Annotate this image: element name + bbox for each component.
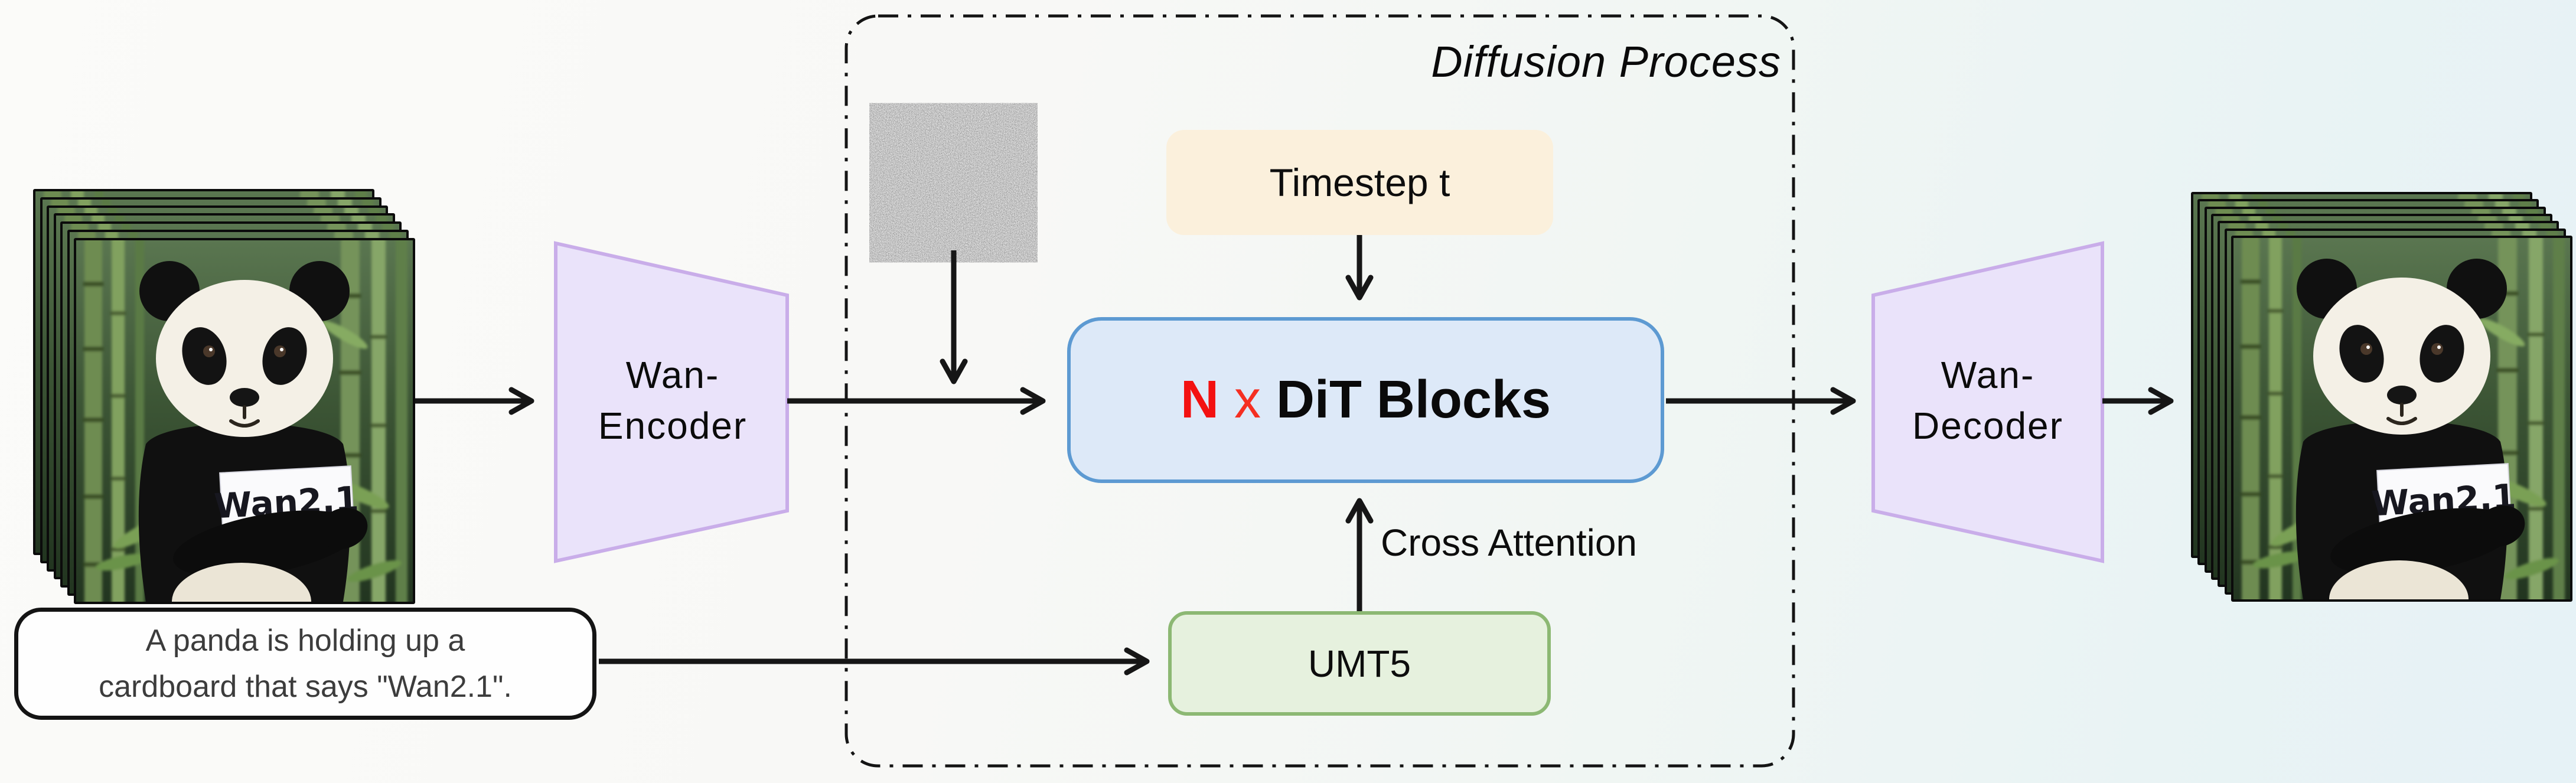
wan-encoder-shape xyxy=(554,241,789,563)
umt5-box: UMT5 xyxy=(1168,611,1551,716)
timestep-label: Timestep t xyxy=(1269,161,1450,204)
noise-latent-image xyxy=(883,116,1023,249)
wan-decoder-shape xyxy=(1871,241,2104,563)
dit-repeat-count: N xyxy=(1180,370,1219,429)
dit-blocks-label: DiT Blocks xyxy=(1276,370,1551,429)
prompt-text-line2: cardboard that says "Wan2.1". xyxy=(99,670,512,704)
prompt-box: A panda is holding up a cardboard that s… xyxy=(14,608,596,720)
video-frame xyxy=(2231,235,2572,602)
umt5-label: UMT5 xyxy=(1307,642,1411,685)
wan-decoder-label: Wan- Decoder xyxy=(1912,354,2063,448)
diffusion-process-boundary xyxy=(844,14,1795,768)
timestep-box: Timestep t xyxy=(1166,130,1553,235)
dit-blocks-box: N x DiT Blocks xyxy=(1067,317,1664,483)
video-frame xyxy=(74,237,415,604)
diffusion-process-title: Diffusion Process xyxy=(1431,37,1781,86)
wan-encoder-label: Wan- Encoder xyxy=(598,354,748,448)
dit-times-symbol: x xyxy=(1234,370,1261,429)
cross-attention-label: Cross Attention xyxy=(1381,521,1637,564)
prompt-text-line1: A panda is holding up a xyxy=(145,624,465,658)
